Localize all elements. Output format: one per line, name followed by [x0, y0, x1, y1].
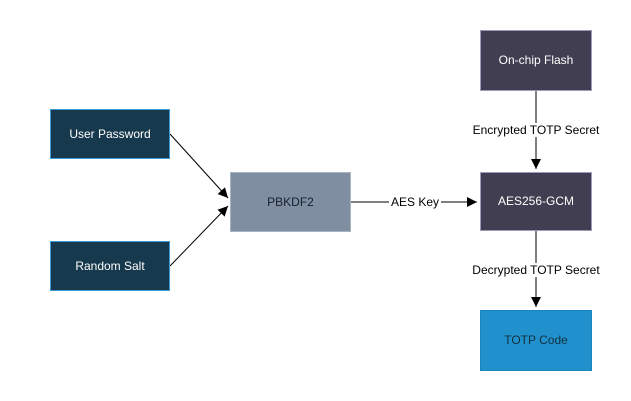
node-totp-code: TOTP Code [480, 310, 592, 371]
edge-user-password-to-pbkdf2 [169, 133, 229, 199]
node-totp-code-label: TOTP Code [504, 333, 568, 348]
node-on-chip-flash: On-chip Flash [480, 30, 592, 91]
edge-random-salt-to-pbkdf2 [169, 205, 229, 267]
node-pbkdf2-label: PBKDF2 [267, 194, 314, 209]
node-aes256-gcm: AES256-GCM [480, 172, 592, 231]
edge-label-encrypted-totp-secret: Encrypted TOTP Secret [470, 123, 602, 137]
edge-label-decrypted-totp-secret: Decrypted TOTP Secret [470, 263, 602, 277]
node-on-chip-flash-label: On-chip Flash [498, 53, 574, 68]
node-user-password-label: User Password [69, 126, 151, 141]
node-random-salt: Random Salt [50, 241, 170, 291]
node-pbkdf2: PBKDF2 [230, 172, 351, 232]
node-random-salt-label: Random Salt [75, 258, 145, 273]
edge-label-aes-key: AES Key [388, 195, 442, 209]
node-user-password: User Password [50, 109, 170, 159]
node-aes256-gcm-label: AES256-GCM [497, 194, 575, 209]
